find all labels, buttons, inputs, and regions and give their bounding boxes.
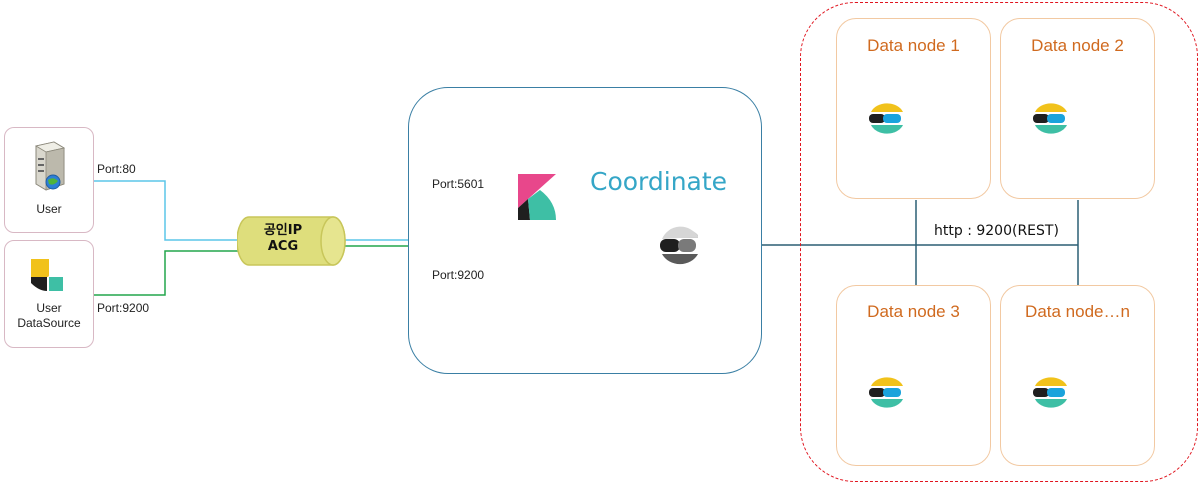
datasource-client-box: User DataSource [4,240,94,348]
data-node-1-label: Data node 1 [867,36,960,55]
elasticsearch-icon [1033,377,1067,408]
kibana-icon [518,174,556,220]
coordinate-box [408,87,762,374]
elastic-beats-icon [31,259,63,291]
elasticsearch-icon [869,103,903,134]
kibana-port-label: Port:5601 [432,177,485,191]
elasticsearch-coordinate-icon [660,226,698,265]
datasource-port-label: Port:9200 [97,301,150,315]
datasource-to-acg-line [92,250,245,296]
user-to-acg-line [92,180,245,241]
acg-cylinder-icon [237,216,346,266]
elasticsearch-icon [869,377,903,408]
data-node-2-box: Data node 2 [1000,18,1155,199]
coordinate-label: Coordinate [590,167,728,196]
data-node-3-label: Data node 3 [867,302,960,321]
data-node-3-box: Data node 3 [836,285,991,466]
data-node-n-label: Data node…n [1025,302,1130,321]
acg-label: 공인IP ACG [243,223,323,255]
data-node-1-box: Data node 1 [836,18,991,199]
data-node-n-box: Data node…n [1000,285,1155,466]
user-port-label: Port:80 [97,162,136,176]
datasource-label-line1: User [36,301,62,315]
user-label: User [36,202,62,216]
rest-label: http : 9200(REST) [934,223,1059,239]
data-node-2-label: Data node 2 [1031,36,1124,55]
elasticsearch-icon [1033,103,1067,134]
acg-label-line2: ACG [267,239,299,254]
server-icon [34,141,66,191]
datasource-label-line2: DataSource [17,316,81,330]
es-port-label: Port:9200 [432,268,485,282]
acg-label-line1: 공인IP [263,223,303,238]
user-client-box: User [4,127,94,233]
